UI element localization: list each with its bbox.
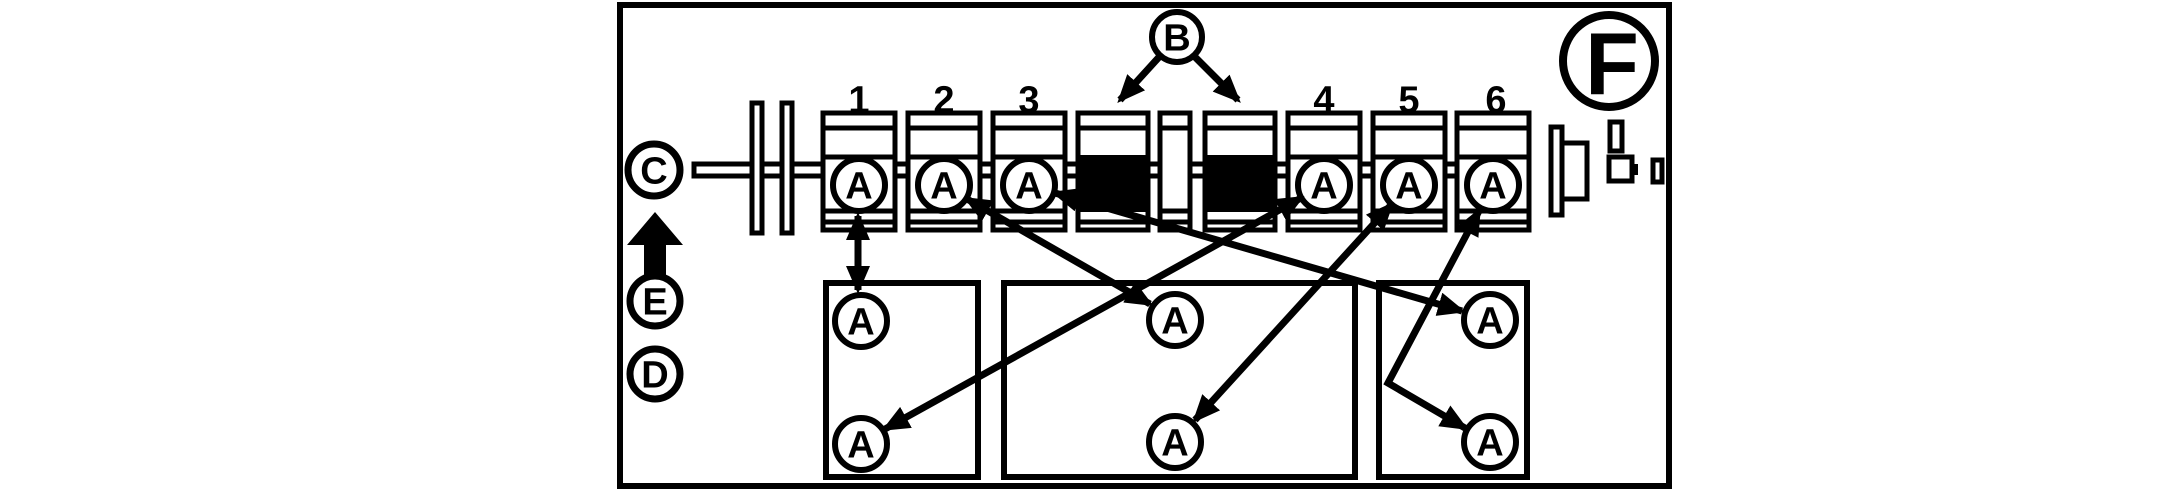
lower-plug-3-top-label: A [1476,301,1503,343]
plug-label-2: A [930,166,957,208]
callout-b-label: B [1163,18,1190,60]
callout-f-label: F [1585,15,1639,114]
callout-b-circle [1149,9,1205,65]
coil-tower-1: A [820,110,898,233]
plug-label-1: A [845,166,872,208]
callout-e-circle [626,272,684,330]
spacer-module [1157,110,1193,233]
callout-c: C [624,140,684,200]
cylinder-number-3: 3 [1018,80,1039,122]
callout-e-label: E [642,282,667,324]
diagram-border [617,2,1672,489]
pulley-plate-2 [779,100,795,236]
b-arrow-left [1117,53,1163,103]
small-part-upper [1607,119,1625,154]
cylinder-number-2: 2 [933,80,954,122]
end-hub [1559,140,1590,202]
plug-label-4: A [1310,166,1337,208]
coil-tower-6: A [1454,110,1532,233]
callout-e: E [626,272,684,330]
plug-label-3: A [1015,166,1042,208]
cylinder-number-4: 4 [1313,80,1334,122]
cylinder-number-5: 5 [1398,80,1419,122]
plug-label-6: A [1479,166,1506,208]
small-part-right [1650,157,1665,185]
cylinder-number-6: 6 [1485,80,1506,122]
callout-d-circle [626,345,684,403]
arrow-cyl6-box3bottom [1383,207,1483,432]
callout-c-circle [624,140,684,200]
coil-tower-2: A [905,110,983,233]
callout-c-label: C [640,151,667,193]
callout-f-circle [1559,11,1659,111]
lower-plug-1-bottom-label: A [847,425,874,467]
lower-plug-3-bottom-label: A [1476,423,1503,465]
callout-f: F [1559,11,1659,114]
callout-d-label: D [641,355,668,397]
callout-b: B [1117,9,1241,103]
small-part-lower [1606,154,1635,184]
pairing-arrows [846,188,1483,433]
b-arrow-right [1191,53,1241,103]
callout-d: D [626,345,684,403]
plug-label-5: A [1395,166,1422,208]
plug-circle-1 [830,156,888,214]
coil-tower-3: A [990,110,1068,233]
front-direction-arrow-icon [627,212,683,278]
lower-plug-1-bottom [832,415,890,473]
lower-plug-2-top-label: A [1161,301,1188,343]
cylinder-number-1: 1 [848,80,869,122]
rear-end-parts [1548,119,1665,218]
plug-circle-6 [1464,156,1522,214]
coil-pack-right [1202,110,1278,233]
arrow-cyl5-box2bottom [1192,202,1394,423]
small-part-nub [1632,164,1638,175]
pulley-plate-1 [749,100,765,236]
coil-tower-4: A [1285,110,1363,233]
lower-plug-2-bottom-label: A [1161,423,1188,465]
lower-plug-1-top-label: A [847,302,874,344]
